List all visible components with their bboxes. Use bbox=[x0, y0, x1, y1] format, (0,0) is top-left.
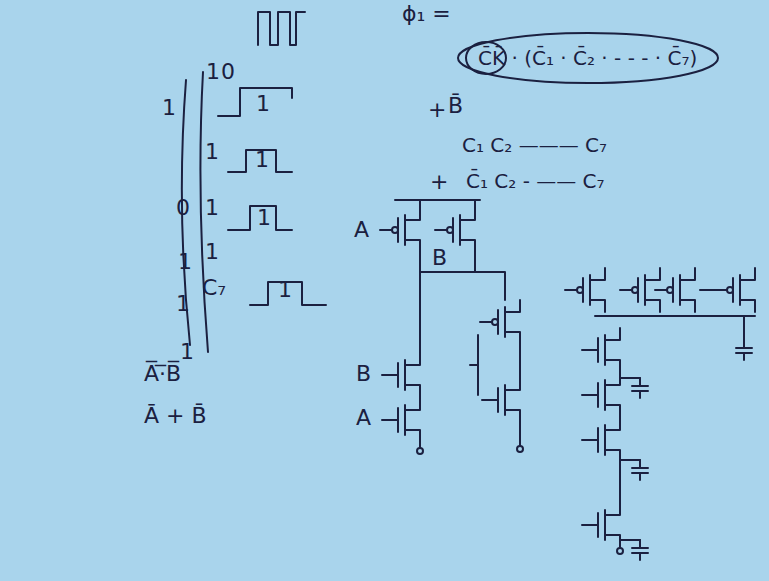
handwritten-label: B bbox=[432, 246, 447, 270]
handwritten-label: 1 bbox=[162, 96, 176, 120]
handwritten-label: B bbox=[356, 362, 371, 386]
handwritten-label: 1 bbox=[205, 240, 219, 264]
handwritten-label: + bbox=[428, 98, 446, 122]
handwritten-label: 1 bbox=[176, 292, 190, 316]
pulse-wave bbox=[228, 206, 292, 230]
term-text: C̄K̄ · (C̄₁ · C̄₂ · - - - · C̄₇) bbox=[478, 46, 697, 70]
circled-term: C̄K̄ · (C̄₁ · C̄₂ · - - - · C̄₇) bbox=[456, 31, 720, 85]
handwritten-label: 1 bbox=[180, 340, 194, 364]
handwritten-label: 1 bbox=[205, 140, 219, 164]
handwritten-label: ϕ₁ = bbox=[402, 2, 451, 26]
handwritten-label: 1 bbox=[257, 206, 271, 230]
handwritten-label: 1 bbox=[256, 92, 270, 116]
nand-gate bbox=[380, 200, 523, 454]
pulse-wave bbox=[218, 88, 292, 116]
handwritten-label: B̄ bbox=[448, 94, 463, 118]
dynamic-gate bbox=[565, 268, 755, 560]
handwritten-label: Ā + B̄ bbox=[144, 404, 207, 428]
handwritten-label: C₇ bbox=[202, 276, 226, 300]
handwritten-label: C₁ C₂ ——— C₇ bbox=[462, 134, 607, 156]
handwritten-label: A bbox=[354, 218, 369, 242]
handwritten-label: 0 bbox=[221, 60, 235, 84]
handwritten-label: A̅·̅B̅ bbox=[144, 362, 181, 386]
handwritten-label: 0 bbox=[176, 196, 190, 220]
handwritten-label: 1 bbox=[278, 278, 292, 302]
handwritten-label: + bbox=[430, 170, 448, 194]
handwritten-label: 1 bbox=[206, 60, 220, 84]
clock-wave bbox=[258, 12, 305, 45]
handwritten-label: 1 bbox=[178, 250, 192, 274]
handwritten-label: C̄₁ C₂ - —— C₇ bbox=[466, 170, 605, 192]
handwritten-label: 1 bbox=[205, 196, 219, 220]
handwritten-label: A bbox=[356, 406, 371, 430]
handwritten-label: 1 bbox=[255, 148, 269, 172]
